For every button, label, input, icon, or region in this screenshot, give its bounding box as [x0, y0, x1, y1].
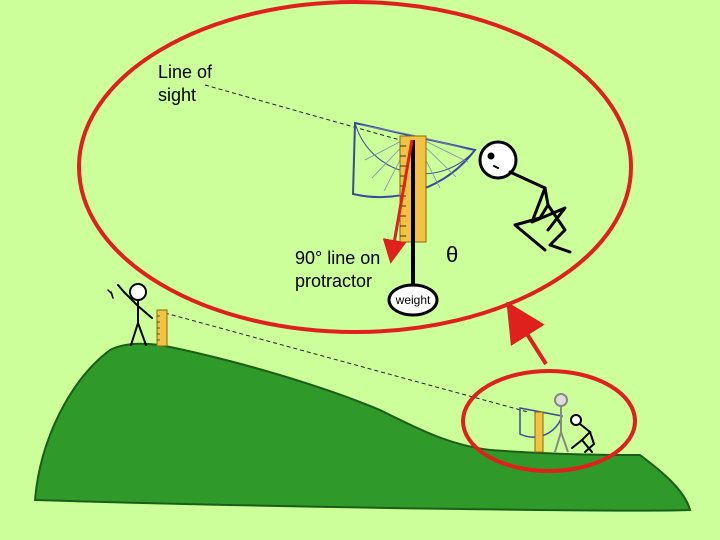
zoom-arrow — [506, 301, 548, 366]
small-ruler-icon — [534, 411, 544, 453]
weight-label: weight — [395, 293, 431, 307]
stick-figure-icon — [478, 140, 572, 254]
line-of-sight-label: Line of sight — [158, 62, 213, 105]
line-of-sight-upper — [204, 84, 401, 141]
svg-text:protractor: protractor — [295, 271, 372, 291]
svg-text:sight: sight — [158, 85, 196, 105]
ninety-degree-label: 90° line on protractor — [295, 248, 380, 291]
small-standing-figure — [554, 393, 569, 453]
magnified-view-circle — [77, 0, 633, 334]
target-ruler-icon — [156, 309, 168, 347]
svg-text:90° line on: 90° line on — [295, 248, 380, 268]
ninety-degree-line — [382, 139, 414, 264]
theta-label: θ — [446, 242, 458, 267]
small-crouching-figure — [570, 414, 596, 453]
observer-highlight-circle — [461, 369, 637, 473]
target-stick-figure — [107, 283, 153, 346]
svg-text:Line of: Line of — [158, 62, 213, 82]
weight-icon: weight — [387, 283, 439, 317]
